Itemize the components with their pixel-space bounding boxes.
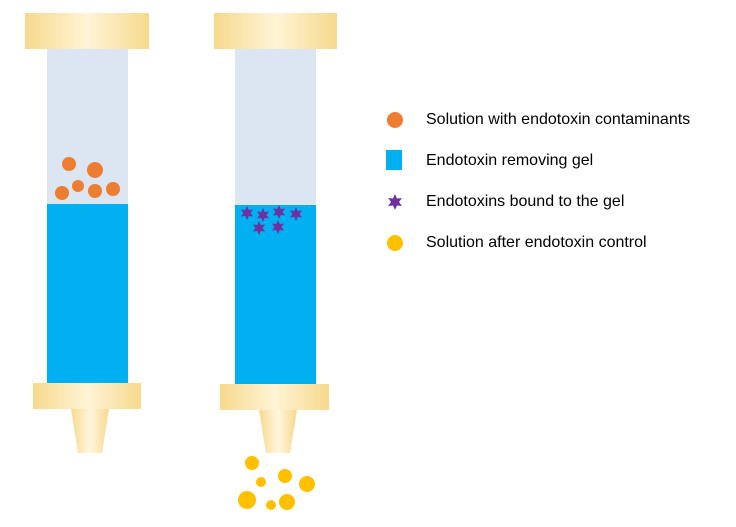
bound-endotoxins	[240, 205, 303, 235]
bound-endotoxin-star	[252, 221, 266, 235]
clean-droplet	[299, 476, 315, 492]
bottom-cap	[33, 383, 141, 409]
bound-endotoxin-star	[289, 207, 303, 221]
solution-layer	[47, 49, 128, 204]
legend-label-bound: Endotoxins bound to the gel	[426, 193, 624, 210]
column-after	[214, 13, 337, 510]
legend-label-contaminated: Solution with endotoxin contaminants	[426, 111, 690, 128]
clean-droplet	[266, 500, 276, 510]
orange-circle-icon	[387, 112, 403, 128]
clean-droplet	[278, 469, 292, 483]
clean-droplet	[256, 477, 266, 487]
contaminant-particles	[55, 157, 120, 200]
top-cap	[25, 13, 149, 49]
outlet-tip	[71, 409, 109, 453]
legend-label-clean: Solution after endotoxin control	[426, 234, 647, 251]
legend: Solution with endotoxin contaminants End…	[386, 111, 690, 251]
eluted-solution-droplets	[238, 456, 315, 510]
bound-endotoxin-star	[271, 220, 285, 234]
clean-droplet	[238, 491, 256, 509]
clean-droplet	[245, 456, 259, 470]
endotoxin-particle	[87, 162, 103, 178]
purple-star-shape	[388, 194, 402, 210]
blue-square-icon	[386, 150, 402, 170]
gel-layer	[47, 204, 128, 385]
column-before	[25, 13, 149, 453]
endotoxin-particle	[106, 182, 120, 196]
gel-layer	[235, 205, 316, 386]
endotoxin-particle	[88, 184, 102, 198]
top-cap	[214, 13, 337, 49]
bound-endotoxin-star	[240, 206, 254, 220]
solution-layer	[235, 49, 316, 205]
purple-star-icon	[388, 194, 402, 210]
endotoxin-particle	[72, 180, 84, 192]
bound-endotoxin-star	[272, 205, 286, 219]
bound-endotoxin-star	[256, 208, 270, 222]
bottom-cap	[220, 384, 329, 410]
outlet-tip	[259, 410, 297, 453]
clean-droplet	[279, 494, 295, 510]
legend-label-gel: Endotoxin removing gel	[426, 152, 593, 169]
endotoxin-particle	[55, 186, 69, 200]
endotoxin-particle	[62, 157, 76, 171]
yellow-circle-icon	[387, 235, 403, 251]
